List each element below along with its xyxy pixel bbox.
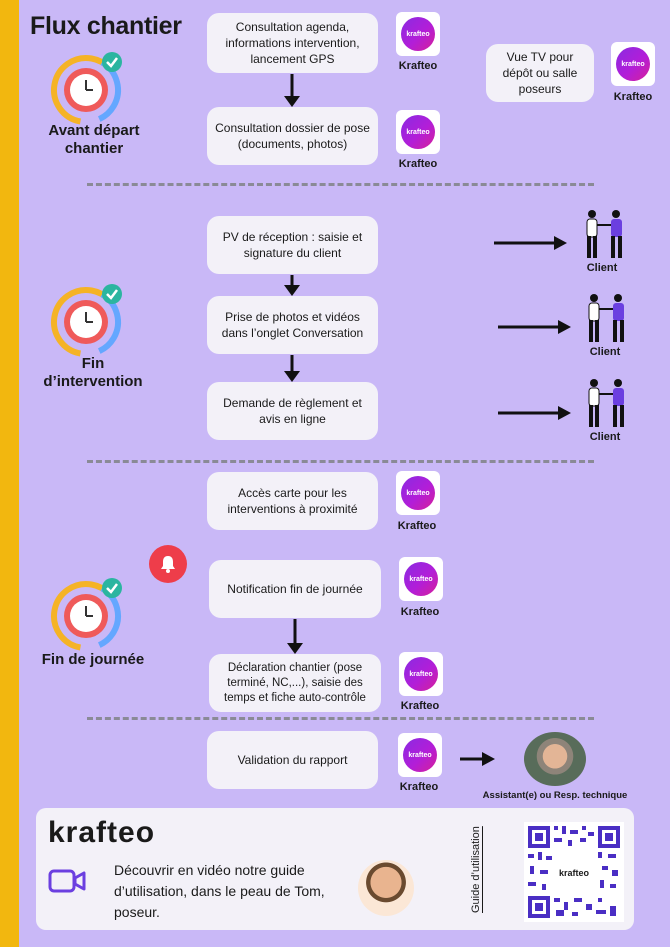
arrow-right-icon	[498, 320, 571, 334]
arrow-right-icon	[460, 752, 495, 766]
footer-description: Découvrir en vidéo notre guide d’utilisa…	[114, 862, 325, 920]
step-acces-carte: Accès carte pour les interventions à pro…	[207, 472, 378, 530]
client-label: Client	[589, 346, 621, 358]
client-label: Client	[589, 431, 621, 443]
step-pv-reception: PV de réception : saisie et signature du…	[207, 216, 378, 274]
krafteo-label: Krafteo	[398, 60, 438, 72]
krafteo-logo: krafteo	[396, 12, 440, 56]
arrow-right-icon	[494, 236, 567, 250]
client-label: Client	[586, 262, 618, 274]
step-validation-rapport: Validation du rapport	[207, 731, 378, 789]
brand-logo: krafteo	[48, 816, 156, 849]
qr-code[interactable]	[524, 822, 624, 922]
section-label-fin-journee: Fin de journée	[41, 651, 145, 668]
bell-icon	[149, 545, 187, 583]
arrow-right-icon	[498, 406, 571, 420]
arrow-down-icon	[284, 275, 300, 296]
step-vue-tv: Vue TV pour dépôt ou salle poseurs	[486, 44, 594, 102]
krafteo-label: Krafteo	[613, 91, 653, 103]
step-consultation-agenda: Consultation agenda, informations interv…	[207, 13, 378, 73]
assistant-avatar	[524, 732, 586, 786]
guide-link[interactable]: Guide d’utilisation	[470, 826, 482, 914]
arrow-down-icon	[284, 355, 300, 382]
page-title: Flux chantier	[30, 12, 182, 40]
krafteo-logo: krafteo	[611, 42, 655, 86]
step-prise-photos: Prise de photos et vidéos dans l’onglet …	[207, 296, 378, 354]
people-handshake-icon	[588, 294, 624, 342]
side-stripe	[0, 0, 19, 947]
krafteo-logo: krafteo	[399, 652, 443, 696]
assistant-label: Assistant(e) ou Resp. technique	[482, 790, 628, 801]
krafteo-logo: krafteo	[398, 733, 442, 777]
qr-center-logo: krafteo	[558, 868, 589, 878]
section-divider	[87, 183, 594, 186]
arrow-down-icon	[284, 74, 300, 107]
clock-icon	[51, 284, 122, 358]
krafteo-logo: krafteo	[396, 471, 440, 515]
krafteo-label: Krafteo	[400, 606, 440, 618]
video-icon	[48, 869, 86, 893]
people-handshake-icon	[586, 210, 622, 258]
krafteo-label: Krafteo	[399, 781, 439, 793]
step-demande-reglement: Demande de règlement et avis en ligne	[207, 382, 378, 440]
clock-icon	[51, 578, 122, 651]
tom-avatar	[358, 860, 414, 916]
arrow-down-icon	[287, 619, 303, 654]
step-notification: Notification fin de journée	[209, 560, 381, 618]
krafteo-label: Krafteo	[397, 520, 437, 532]
krafteo-label: Krafteo	[400, 700, 440, 712]
section-label-fin-intervention: Fin d’intervention	[43, 355, 143, 390]
clock-icon	[51, 52, 122, 125]
krafteo-logo: krafteo	[396, 110, 440, 154]
section-label-avant-depart: Avant départ chantier	[48, 122, 140, 157]
step-consultation-dossier: Consultation dossier de pose (documents,…	[207, 107, 378, 165]
krafteo-label: Krafteo	[398, 158, 438, 170]
section-divider	[87, 460, 594, 463]
people-handshake-icon	[588, 379, 624, 427]
section-divider	[87, 717, 594, 720]
step-declaration-chantier: Déclaration chantier (pose terminé, NC,.…	[209, 654, 381, 712]
krafteo-logo: krafteo	[399, 557, 443, 601]
footer-card: krafteo Découvrir en vidéo notre guide d…	[36, 808, 634, 930]
